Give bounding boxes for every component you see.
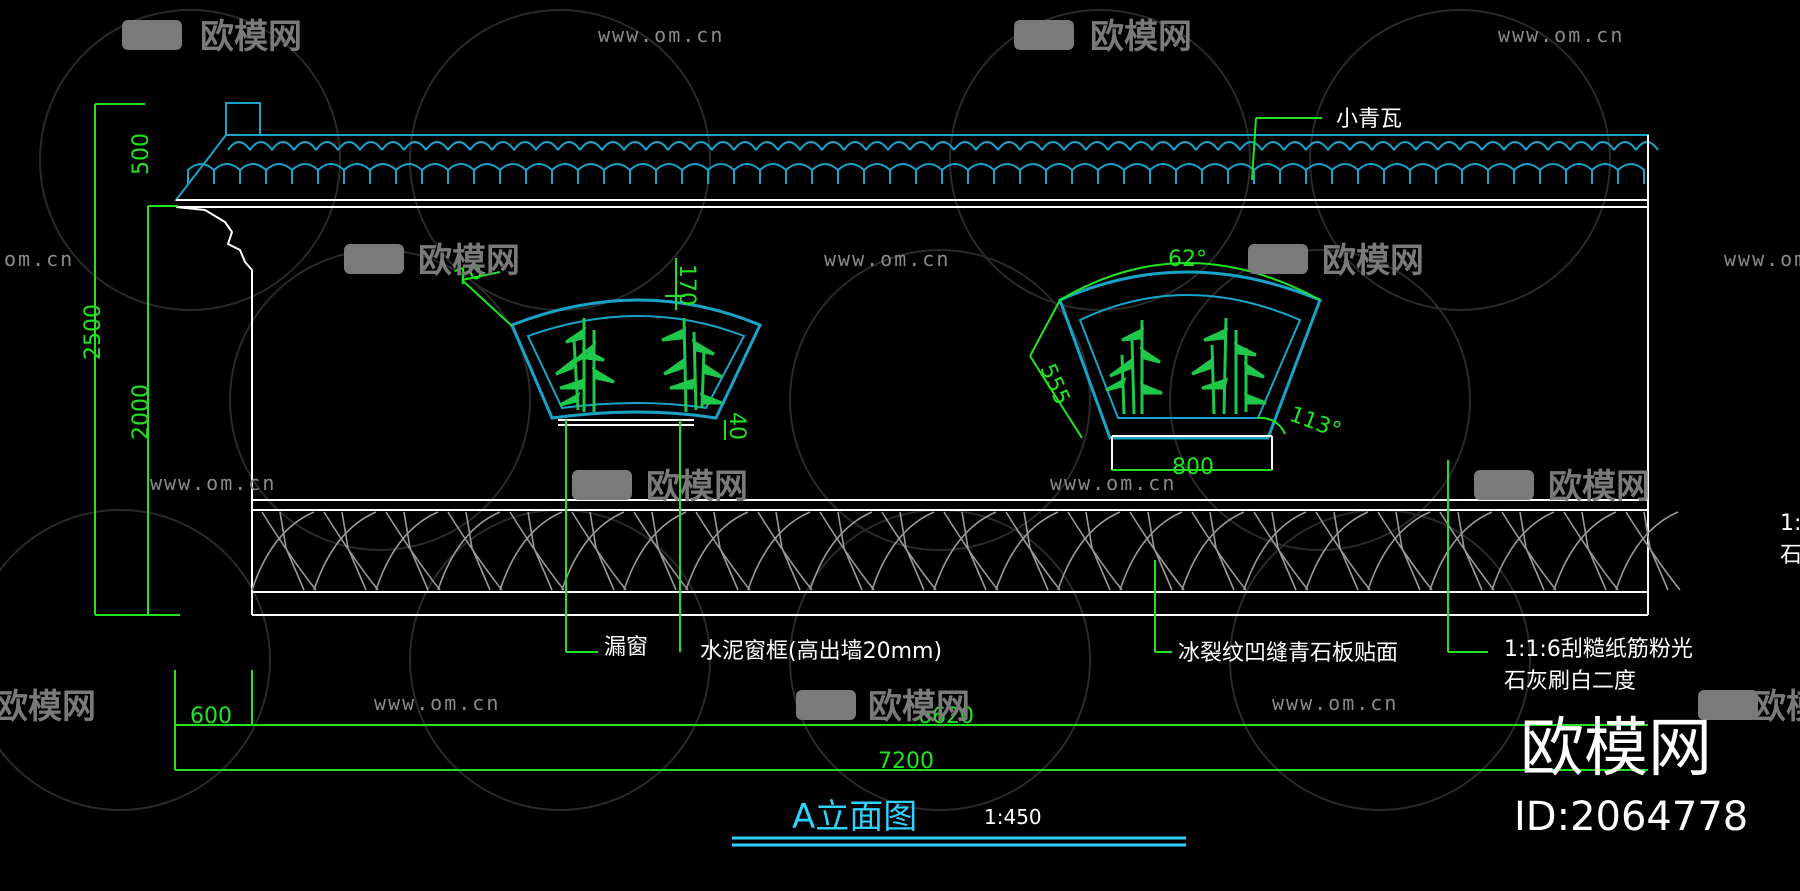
brand-id: ID:2064778 xyxy=(1514,794,1748,840)
drawing-title-block: A立面图 1:450 xyxy=(732,797,1186,847)
watermark-logo: 欧模网 xyxy=(646,467,748,507)
watermark-logo: 欧模网 xyxy=(1548,467,1650,507)
watermark-url: www.om.cn xyxy=(374,691,500,715)
callout-labels: 小青瓦 漏窗 水泥窗框(高出墙20mm) 冰裂纹凹缝青石板贴面 1:1:6刮糙纸… xyxy=(604,107,1800,694)
ice-crack-band xyxy=(251,511,1681,591)
svg-text:www.om.cn: www.om.cn xyxy=(1050,471,1176,495)
label-cement-frame: 水泥窗框(高出墙20mm) xyxy=(700,639,942,664)
bamboo-right-b xyxy=(1191,317,1267,415)
tile-row-top xyxy=(227,141,1659,151)
svg-text:www.om.cn: www.om.cn xyxy=(1272,691,1398,715)
svg-text:www.om.cn: www.om.cn xyxy=(1724,247,1800,271)
watermark-logo: 欧模网 xyxy=(1752,687,1800,727)
drawing-title: A立面图 xyxy=(792,797,917,837)
label-plaster-line2: 石灰刷白二度 xyxy=(1504,669,1636,694)
bamboo-left-b xyxy=(661,317,723,413)
bamboo-left-a xyxy=(555,318,615,412)
label-ice-crack: 冰裂纹凹缝青石板贴面 xyxy=(1178,641,1398,666)
dim-window2-angle-top: 62° xyxy=(1168,247,1207,272)
watermark-url: www.om.cn xyxy=(824,247,950,271)
label-edge-line1: 1: xyxy=(1780,511,1800,536)
svg-text:www.om.cn: www.om.cn xyxy=(1498,23,1624,47)
watermark-url: www.om.cn xyxy=(1724,247,1800,271)
svg-text:www.om.cn: www.om.cn xyxy=(374,691,500,715)
svg-text:欧模网: 欧模网 xyxy=(868,687,970,727)
roof xyxy=(173,102,1659,208)
watermark-url: www.om.cn xyxy=(1498,23,1624,47)
svg-text:欧模网: 欧模网 xyxy=(1752,687,1800,727)
brand-watermark: 欧模网 xyxy=(1520,712,1712,786)
svg-text:欧模网: 欧模网 xyxy=(646,467,748,507)
svg-text:欧模网: 欧模网 xyxy=(1090,17,1192,57)
watermark-url: www.om.cn xyxy=(150,471,276,495)
watermark-logo: 欧模网 xyxy=(418,241,520,281)
svg-text:om.cn: om.cn xyxy=(4,247,74,271)
label-lattice-window: 漏窗 xyxy=(604,635,648,660)
svg-text:www.om.cn: www.om.cn xyxy=(150,471,276,495)
watermark-layer: 欧模网 欧模网 欧模网 欧模网 欧模网 欧模网 欧模网 欧模网 欧模网 www.… xyxy=(0,17,1800,840)
dim-left-offset: 600 xyxy=(190,704,232,729)
label-roof-tile: 小青瓦 xyxy=(1336,107,1402,132)
svg-text:www.om.cn: www.om.cn xyxy=(598,23,724,47)
dim-window1-side: 40 xyxy=(724,412,749,440)
lattice-window-left xyxy=(510,298,763,426)
dim-wall-body: 2000 xyxy=(129,384,154,440)
watermark-url: om.cn xyxy=(4,247,74,271)
dim-window2-bottom: 800 xyxy=(1172,455,1214,480)
svg-text:欧模网: 欧模网 xyxy=(0,687,96,727)
watermark-logo: 欧模网 xyxy=(868,687,970,727)
dim-total-length: 7200 xyxy=(878,749,934,774)
svg-text:欧模网: 欧模网 xyxy=(1322,241,1424,281)
watermark-url: www.om.cn xyxy=(1272,691,1398,715)
label-edge-line2: 石 xyxy=(1780,543,1800,568)
svg-text:欧模网: 欧模网 xyxy=(418,241,520,281)
watermark-logo: 欧模网 xyxy=(0,687,96,727)
drawing-scale: 1:450 xyxy=(984,805,1042,829)
watermark-logo: 欧模网 xyxy=(200,17,302,57)
tile-row-bottom xyxy=(187,163,1645,184)
dim-window1-top: 170 xyxy=(674,264,699,306)
svg-text:欧模网: 欧模网 xyxy=(200,17,302,57)
svg-text:欧模网: 欧模网 xyxy=(1548,467,1650,507)
watermark-logo-icon xyxy=(122,20,1758,720)
bamboo-right-a xyxy=(1105,320,1163,415)
watermark-url: www.om.cn xyxy=(1050,471,1176,495)
svg-text:www.om.cn: www.om.cn xyxy=(824,247,950,271)
dim-inner-length: 6620 xyxy=(918,704,974,729)
dimension-lines xyxy=(94,103,1648,771)
label-plaster-line1: 1:1:6刮糙纸筋粉光 xyxy=(1504,637,1693,662)
dim-total-height: 2500 xyxy=(81,304,106,360)
watermark-url: www.om.cn xyxy=(598,23,724,47)
dim-roof-height: 500 xyxy=(129,133,154,175)
watermark-logo: 欧模网 xyxy=(1322,241,1424,281)
watermark-logo: 欧模网 xyxy=(1090,17,1192,57)
